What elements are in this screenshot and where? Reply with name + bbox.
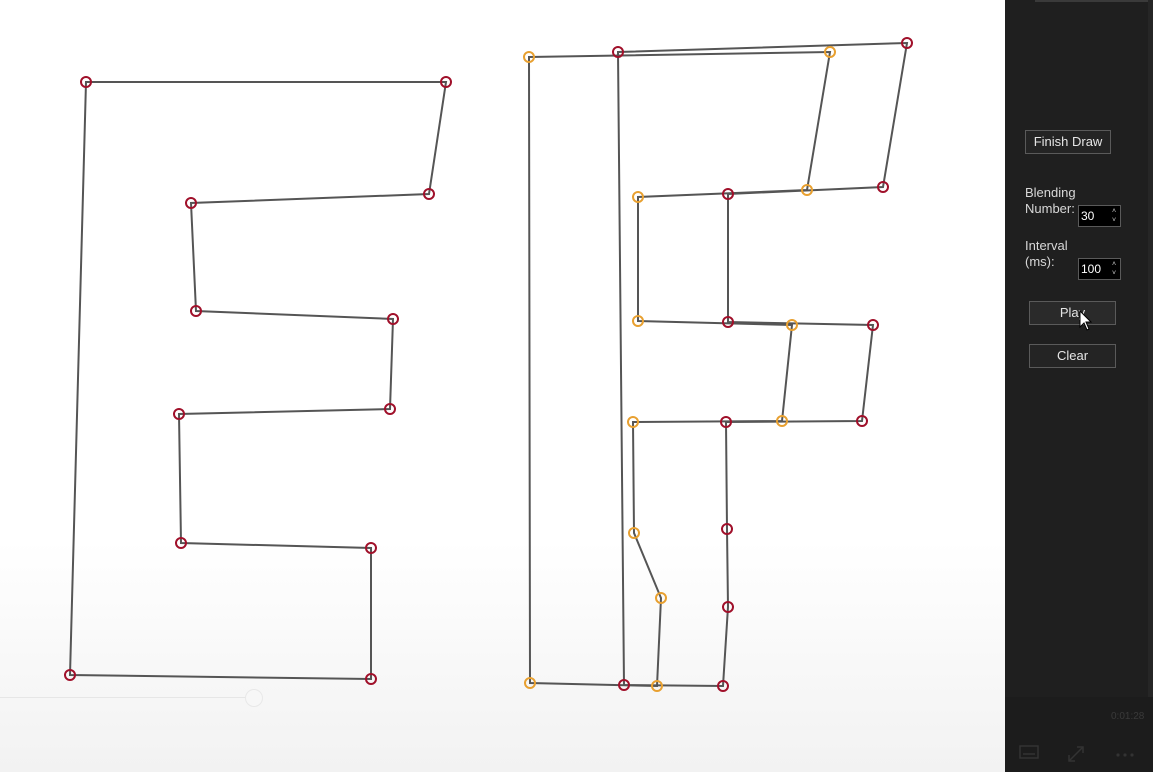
vertex-point (801, 184, 813, 196)
shape-blend-outline (527, 50, 832, 688)
vertex-point (722, 316, 734, 328)
vertex-point (786, 319, 798, 331)
spin-up-icon[interactable]: ˄ (1111, 208, 1117, 215)
vertex-point (632, 315, 644, 327)
panel-scrollbar[interactable] (1148, 0, 1153, 700)
spin-up-icon[interactable]: ˄ (1111, 261, 1117, 268)
more-icon[interactable] (1115, 745, 1135, 761)
spin-arrows[interactable]: ˄ ˅ (1110, 260, 1118, 278)
shape-f-vertices (612, 37, 913, 692)
vertex-point (627, 416, 639, 428)
vertex-point (423, 188, 435, 200)
vertex-point (628, 527, 640, 539)
vertex-point (175, 537, 187, 549)
time-readout: 0:01:28 (1111, 711, 1145, 722)
vertex-point (440, 76, 452, 88)
vertex-point (901, 37, 913, 49)
vertex-point (877, 181, 889, 193)
vertex-point (722, 188, 734, 200)
vertex-point (387, 313, 399, 325)
play-button[interactable]: Play (1029, 301, 1116, 325)
shape-blend-vertices (523, 46, 836, 692)
blending-number-spinbox[interactable]: 30 ˄ ˅ (1078, 205, 1121, 227)
shape-f-outline (616, 41, 909, 688)
seek-thumb[interactable] (245, 689, 263, 707)
vertex-point (612, 46, 624, 58)
media-controls-bar: 0:01:28 (1005, 697, 1153, 772)
vertex-point (185, 197, 197, 209)
spin-arrows[interactable]: ˄ ˅ (1110, 207, 1118, 225)
shape-e-outline (68, 81, 448, 681)
interval-spinbox[interactable]: 100 ˄ ˅ (1078, 258, 1121, 280)
vertex-point (523, 51, 535, 63)
expand-icon[interactable] (1067, 745, 1085, 766)
vertex-point (618, 679, 630, 691)
vertex-point (776, 415, 788, 427)
vertex-point (632, 191, 644, 203)
vertex-point (655, 592, 667, 604)
vertex-point (717, 680, 729, 692)
vertex-point (856, 415, 868, 427)
vertex-point (190, 305, 202, 317)
vertex-point (365, 542, 377, 554)
shapes-svg (64, 37, 913, 692)
blending-number-label: Blending Number: (1025, 185, 1076, 216)
spin-down-icon[interactable]: ˅ (1111, 270, 1117, 277)
vertex-point (721, 523, 733, 535)
vertex-point (524, 677, 536, 689)
control-panel: Finish Draw Blending Number: 30 ˄ ˅ Inte… (1005, 0, 1153, 772)
vertex-point (80, 76, 92, 88)
seek-track[interactable] (0, 697, 254, 698)
vertex-point (365, 673, 377, 685)
finish-draw-button[interactable]: Finish Draw (1025, 130, 1111, 154)
vertex-point (651, 680, 663, 692)
interval-label: Interval (ms): (1025, 238, 1068, 269)
vertex-point (64, 669, 76, 681)
shape-e-vertices (64, 76, 452, 685)
vertex-point (720, 416, 732, 428)
mouse-cursor-icon (1079, 309, 1093, 332)
interval-value: 100 (1081, 262, 1102, 276)
vertex-point (722, 601, 734, 613)
drawing-canvas[interactable] (0, 0, 1005, 772)
clear-button[interactable]: Clear (1029, 344, 1116, 368)
vertex-point (824, 46, 836, 58)
vertex-point (867, 319, 879, 331)
spin-down-icon[interactable]: ˅ (1111, 217, 1117, 224)
vertex-point (384, 403, 396, 415)
vertex-point (173, 408, 185, 420)
subtitles-icon[interactable] (1019, 745, 1039, 762)
panel-top-divider (1035, 0, 1153, 2)
blending-number-value: 30 (1081, 209, 1095, 223)
